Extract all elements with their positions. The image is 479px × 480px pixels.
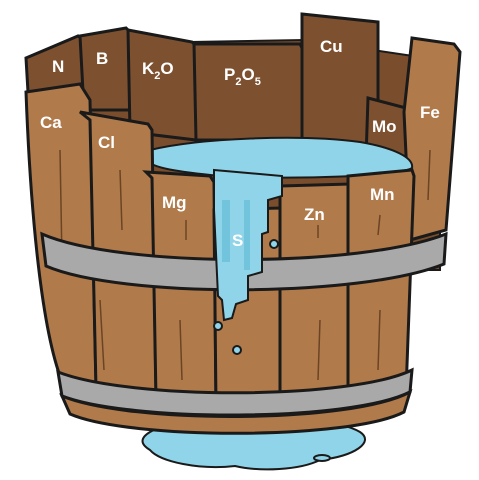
label-S: S — [232, 231, 243, 250]
label-B: B — [96, 49, 108, 68]
water-surface — [148, 138, 412, 178]
label-Cu: Cu — [320, 37, 343, 56]
label-Fe: Fe — [420, 103, 440, 122]
label-Mg: Mg — [162, 193, 187, 212]
label-Ca: Ca — [40, 113, 62, 132]
label-Mo: Mo — [372, 117, 397, 136]
stave-P2O5 — [194, 44, 302, 140]
label-Mn: Mn — [370, 185, 395, 204]
label-Zn: Zn — [304, 205, 325, 224]
stave-Mn — [348, 170, 414, 404]
label-Cl: Cl — [98, 133, 115, 152]
label-N: N — [52, 57, 64, 76]
